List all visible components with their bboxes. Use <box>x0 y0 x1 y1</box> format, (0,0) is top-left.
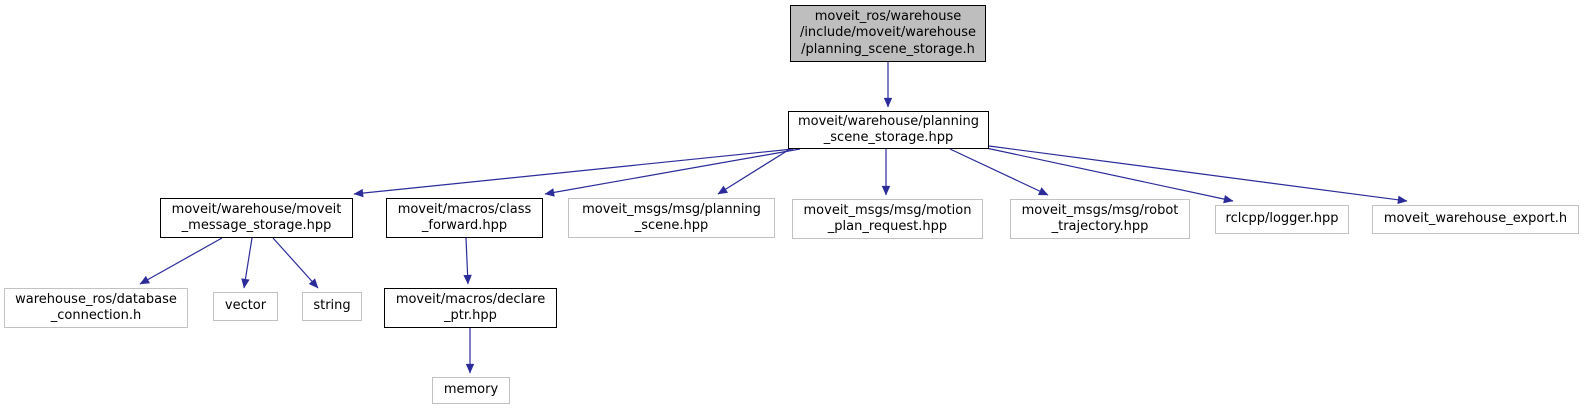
edge-hub-to-class-forward <box>544 148 801 197</box>
edge-hub-to-planning-scene <box>717 148 791 195</box>
node-planning-scene: moveit_msgs/msg/planning _scene.hpp <box>568 198 775 238</box>
node-logger: rclcpp/logger.hpp <box>1215 205 1349 234</box>
node-robot-traj: moveit_msgs/msg/robot _trajectory.hpp <box>1010 199 1190 239</box>
node-export: moveit_warehouse_export.h <box>1372 205 1579 234</box>
node-vector: vector <box>213 292 278 321</box>
node-memory: memory <box>432 377 510 404</box>
node-string: string <box>302 292 362 321</box>
node-class-forward[interactable]: moveit/macros/class _forward.hpp <box>386 198 543 238</box>
node-root: moveit_ros/warehouse /include/moveit/war… <box>790 5 986 62</box>
node-motion-plan: moveit_msgs/msg/motion _plan_request.hpp <box>792 199 983 239</box>
edge-msg-storage-to-string <box>272 237 319 289</box>
edge-msg-storage-to-vector <box>241 237 253 289</box>
node-db-connection: warehouse_ros/database _connection.h <box>4 288 188 328</box>
edge-class-forward-to-declare-ptr <box>463 237 472 285</box>
edge-hub-to-export <box>988 145 1408 204</box>
edge-hub-to-robot-traj <box>949 148 1049 196</box>
node-declare-ptr[interactable]: moveit/macros/declare _ptr.hpp <box>384 288 557 328</box>
edge-hub-to-logger <box>985 147 1234 204</box>
node-msg-storage[interactable]: moveit/warehouse/moveit _message_storage… <box>160 198 353 238</box>
edge-hub-to-msg-storage <box>353 148 794 198</box>
node-hub[interactable]: moveit/warehouse/planning _scene_storage… <box>788 111 989 149</box>
edge-msg-storage-to-db-connection <box>139 237 223 285</box>
